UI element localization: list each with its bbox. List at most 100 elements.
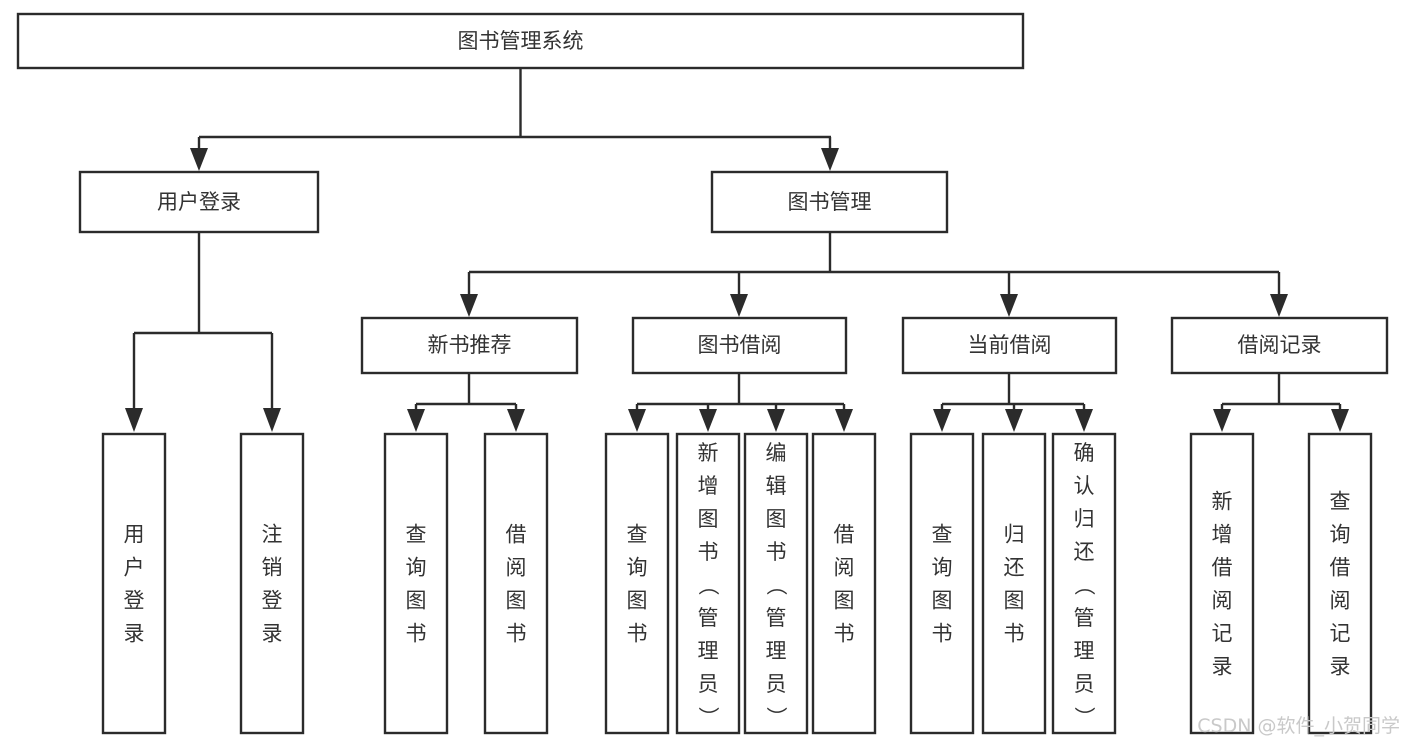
vertical-label-char: 查: [627, 523, 648, 547]
vertical-label-char: 员: [766, 672, 787, 696]
node-new-book-recommend-label: 新书推荐: [428, 333, 512, 357]
node-leaf-user-login-box[interactable]: [101, 432, 167, 735]
vertical-label-char: （: [1072, 575, 1096, 596]
vertical-label-char: （: [696, 575, 720, 596]
vertical-label-char: 归: [1074, 507, 1095, 531]
vertical-label-char: 记: [1212, 622, 1233, 646]
vertical-label-char: 书: [406, 622, 427, 646]
vertical-label-char: 员: [1074, 672, 1095, 696]
node-user-login-box[interactable]: [78, 170, 320, 234]
vertical-label-char: 户: [124, 556, 145, 580]
node-leaf-logout-login-box[interactable]: [239, 432, 305, 735]
vertical-label-char: 阅: [834, 556, 855, 580]
arrow-to-borrow-record: [1270, 294, 1288, 317]
node-book-management-box[interactable]: [710, 170, 949, 234]
vertical-label-char: 书: [698, 540, 719, 564]
arrow-to-leaf-query-book-current: [933, 409, 951, 432]
node-book-management[interactable]: 图书管理: [710, 170, 949, 234]
arrow-to-leaf-query-borrow-record: [1331, 409, 1349, 432]
node-borrow-record-box[interactable]: [1170, 316, 1389, 375]
arrow-to-leaf-confirm-return-admin: [1075, 409, 1093, 432]
node-book-borrow[interactable]: 图书借阅: [631, 316, 848, 375]
vertical-label-char: 登: [262, 589, 283, 613]
node-book-borrow-label: 图书借阅: [698, 333, 782, 357]
node-leaf-return-book-box[interactable]: [981, 432, 1047, 735]
vertical-label-char: 记: [1330, 622, 1351, 646]
vertical-label-char: 图: [932, 589, 953, 613]
arrow-to-leaf-query-book-borrow: [628, 409, 646, 432]
node-user-login[interactable]: 用户登录: [78, 170, 320, 234]
vertical-label-char: 理: [698, 639, 719, 663]
node-leaf-add-borrow-record-box[interactable]: [1189, 432, 1255, 735]
vertical-label-char: 图: [627, 589, 648, 613]
node-leaf-query-borrow-record-box[interactable]: [1307, 432, 1373, 735]
arrow-to-current-borrow: [1000, 294, 1018, 317]
node-new-book-recommend[interactable]: 新书推荐: [360, 316, 579, 375]
vertical-label-char: 录: [124, 622, 145, 646]
vertical-label-char: 管: [766, 606, 787, 630]
node-leaf-confirm-return-admin-box[interactable]: [1051, 432, 1117, 735]
vertical-label-char: 编: [766, 441, 787, 465]
arrow-to-leaf-borrow-book-recommend: [507, 409, 525, 432]
vertical-label-char: 辑: [766, 474, 787, 498]
node-current-borrow[interactable]: 当前借阅: [901, 316, 1118, 375]
vertical-label-char: 理: [1074, 639, 1095, 663]
vertical-label-char: 确: [1074, 441, 1095, 465]
vertical-label-char: 借: [834, 523, 855, 547]
vertical-label-char: ）: [1072, 707, 1096, 728]
vertical-label-char: 销: [262, 556, 283, 580]
node-leaf-query-book-current-box[interactable]: [909, 432, 975, 735]
vertical-label-char: 询: [932, 556, 953, 580]
vertical-label-char: 注: [262, 523, 283, 547]
node-leaf-add-book-admin-box[interactable]: [675, 432, 741, 735]
arrow-to-leaf-add-book-admin: [699, 409, 717, 432]
node-borrow-record-label: 借阅记录: [1238, 333, 1322, 357]
node-leaf-borrow-book-recommend-box[interactable]: [483, 432, 549, 735]
node-book-borrow-box[interactable]: [631, 316, 848, 375]
vertical-label-char: 图: [506, 589, 527, 613]
node-layer: 图书管理系统 用户登录 图书管理 新书推荐 图书借阅: [16, 12, 1389, 735]
node-root[interactable]: 图书管理系统: [16, 12, 1025, 70]
vertical-label-char: 图: [766, 507, 787, 531]
arrow-to-user-login: [190, 148, 208, 171]
vertical-label-char: 新: [698, 441, 719, 465]
vertical-label-char: 查: [1330, 490, 1351, 514]
node-leaf-query-book-recommend-box[interactable]: [383, 432, 449, 735]
vertical-label-char: 书: [766, 540, 787, 564]
vertical-label-char: 询: [627, 556, 648, 580]
node-new-book-recommend-box[interactable]: [360, 316, 579, 375]
vertical-label-char: 借: [1330, 556, 1351, 580]
node-current-borrow-box[interactable]: [901, 316, 1118, 375]
node-leaf-query-book-borrow-box[interactable]: [604, 432, 670, 735]
vertical-label-char: 增: [698, 474, 719, 498]
node-root-box[interactable]: [16, 12, 1025, 70]
vertical-label-char: 归: [1004, 523, 1025, 547]
node-borrow-record[interactable]: 借阅记录: [1170, 316, 1389, 375]
node-leaf-edit-book-admin-box[interactable]: [743, 432, 809, 735]
arrow-to-leaf-add-borrow-record: [1213, 409, 1231, 432]
arrow-to-new-book-recommend: [460, 294, 478, 317]
vertical-label-char: 图: [1004, 589, 1025, 613]
node-leaf-borrow-book-box[interactable]: [811, 432, 877, 735]
node-leaf-user-login[interactable]: 用户登录: [101, 432, 167, 735]
node-user-login-label: 用户登录: [157, 190, 241, 214]
